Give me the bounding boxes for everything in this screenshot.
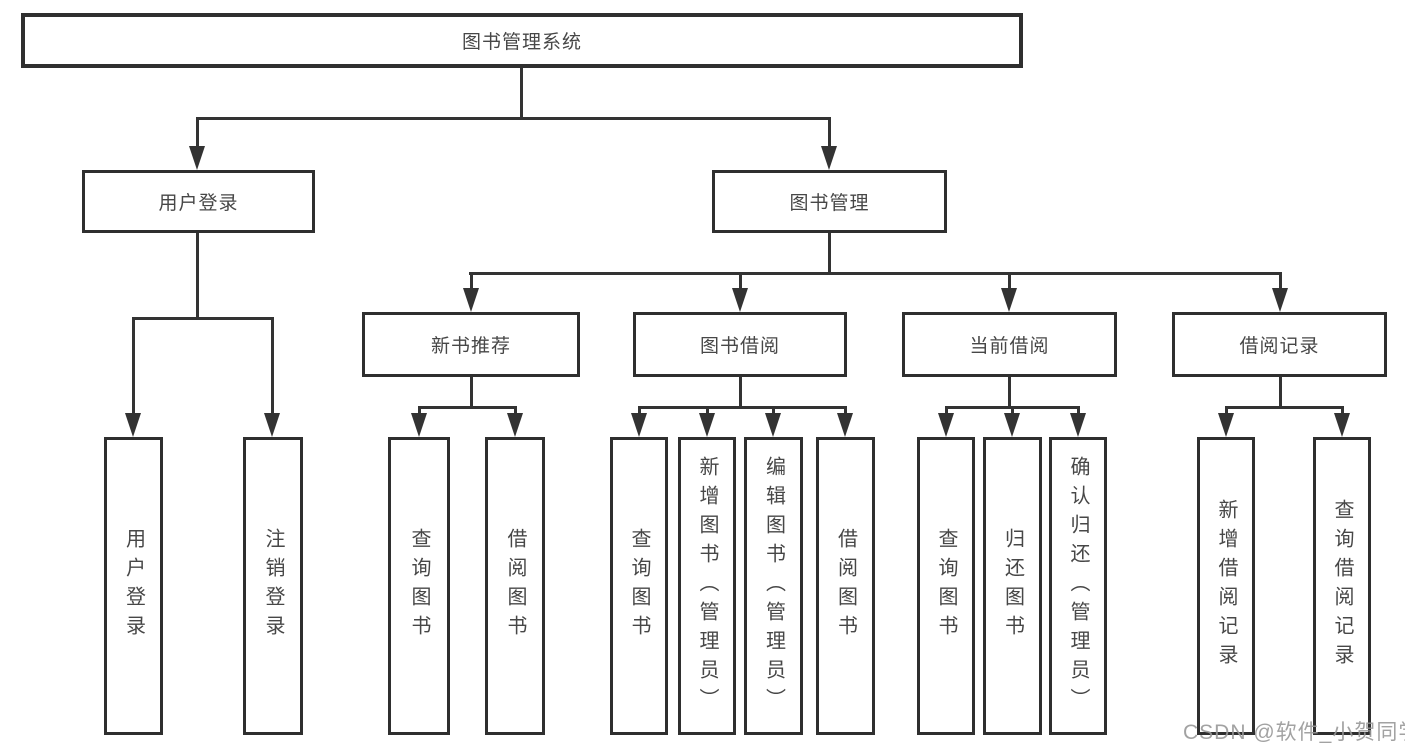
arrowhead-icon	[1004, 413, 1020, 437]
connector-line	[828, 117, 831, 149]
node-root: 图书管理系统	[21, 13, 1023, 68]
node-user-login-label: 用户登录	[122, 528, 145, 644]
connector-line	[514, 406, 517, 416]
connector-line	[520, 68, 523, 117]
connector-line	[469, 272, 1281, 275]
connector-line	[1279, 272, 1282, 290]
arrowhead-icon	[264, 413, 280, 437]
connector-line	[1008, 272, 1011, 290]
arrowhead-icon	[938, 413, 954, 437]
node-return-books-label: 归还图书	[1001, 528, 1024, 644]
arrowhead-icon	[507, 413, 523, 437]
node-book-borrowing-label: 图书借阅	[699, 336, 780, 357]
connector-line	[772, 406, 775, 416]
node-logout: 注销登录	[243, 437, 303, 735]
node-new-book-recommendation: 新书推荐	[362, 312, 580, 377]
node-query-books-recommend-label: 查询图书	[408, 528, 430, 644]
node-borrow-books-borrowing-label: 借阅图书	[834, 528, 857, 644]
connector-line	[1225, 406, 1343, 409]
arrowhead-icon	[631, 413, 647, 437]
arrowhead-icon	[1272, 288, 1288, 312]
arrowhead-icon	[699, 413, 715, 437]
connector-line	[1011, 406, 1014, 416]
node-query-books-recommend: 查询图书	[388, 437, 450, 735]
node-new-book-recommendation-label: 新书推荐	[430, 336, 511, 357]
arrowhead-icon	[1334, 413, 1350, 437]
node-book-management-branch-label: 图书管理	[789, 193, 870, 214]
connector-line	[196, 233, 199, 317]
arrowhead-icon	[837, 413, 853, 437]
node-book-management-branch: 图书管理	[712, 170, 947, 233]
connector-line	[828, 233, 831, 272]
connector-line	[132, 317, 135, 415]
connector-line	[706, 406, 709, 416]
node-user-login-branch: 用户登录	[82, 170, 315, 233]
node-add-borrow-record: 新增借阅记录	[1197, 437, 1255, 735]
node-query-borrow-record-label: 查询借阅记录	[1331, 499, 1353, 673]
connector-line	[271, 317, 274, 415]
connector-line	[1341, 406, 1344, 416]
node-borrow-books-recommend-label: 借阅图书	[504, 528, 526, 644]
connector-line	[739, 272, 742, 290]
node-borrow-books-borrowing: 借阅图书	[816, 437, 875, 735]
node-add-books-admin-label: 新增图书（管理员）	[696, 455, 718, 717]
node-query-borrow-record: 查询借阅记录	[1313, 437, 1371, 735]
node-query-books-borrowing-label: 查询图书	[628, 528, 650, 644]
arrowhead-icon	[765, 413, 781, 437]
arrowhead-icon	[1070, 413, 1086, 437]
connector-line	[1077, 406, 1080, 416]
arrowhead-icon	[189, 146, 205, 170]
arrowhead-icon	[1001, 288, 1017, 312]
node-root-label: 图书管理系统	[461, 32, 582, 53]
node-user-login: 用户登录	[104, 437, 163, 735]
node-logout-label: 注销登录	[262, 528, 284, 644]
node-add-books-admin: 新增图书（管理员）	[678, 437, 736, 735]
connector-line	[638, 406, 641, 416]
connector-line	[1225, 406, 1228, 416]
connector-line	[1008, 377, 1011, 406]
node-borrowing-records-label: 借阅记录	[1239, 336, 1320, 357]
connector-line	[844, 406, 847, 416]
connector-line	[1279, 377, 1282, 406]
connector-line	[945, 406, 948, 416]
node-query-books-current-label: 查询图书	[935, 528, 957, 644]
node-borrowing-records: 借阅记录	[1172, 312, 1387, 377]
node-current-borrowing: 当前借阅	[902, 312, 1117, 377]
connector-line	[196, 117, 199, 149]
node-query-books-borrowing: 查询图书	[610, 437, 668, 735]
node-return-books: 归还图书	[983, 437, 1042, 735]
node-add-borrow-record-label: 新增借阅记录	[1215, 499, 1237, 673]
node-edit-books-admin-label: 编辑图书（管理员）	[762, 455, 785, 717]
connector-line	[196, 117, 831, 120]
connector-line	[739, 377, 742, 406]
arrowhead-icon	[821, 146, 837, 170]
connector-line	[470, 272, 473, 290]
connector-line	[418, 406, 517, 409]
node-confirm-return-admin-label: 确认归还（管理员）	[1067, 455, 1089, 717]
node-confirm-return-admin: 确认归还（管理员）	[1049, 437, 1107, 735]
arrowhead-icon	[1218, 413, 1234, 437]
connector-line	[132, 317, 274, 320]
node-edit-books-admin: 编辑图书（管理员）	[744, 437, 803, 735]
connector-line	[418, 406, 421, 416]
node-borrow-books-recommend: 借阅图书	[485, 437, 545, 735]
connector-line	[470, 377, 473, 406]
connector-line	[638, 406, 847, 409]
node-current-borrowing-label: 当前借阅	[969, 336, 1050, 357]
arrowhead-icon	[732, 288, 748, 312]
node-user-login-branch-label: 用户登录	[158, 193, 239, 214]
csdn-watermark: CSDN @软件_小贺同学	[1183, 721, 1405, 744]
arrowhead-icon	[411, 413, 427, 437]
node-book-borrowing: 图书借阅	[633, 312, 847, 377]
arrowhead-icon	[125, 413, 141, 437]
arrowhead-icon	[463, 288, 479, 312]
node-query-books-current: 查询图书	[917, 437, 975, 735]
